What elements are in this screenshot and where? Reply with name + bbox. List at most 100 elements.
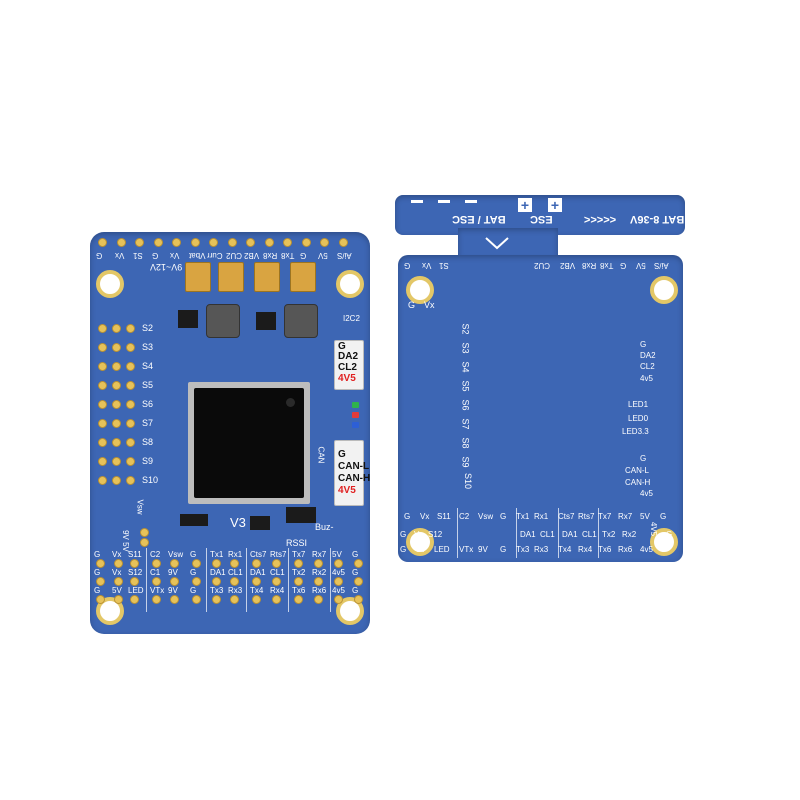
servo-pad-vx xyxy=(112,476,121,485)
pdb-bottom-label: 5V xyxy=(416,545,426,554)
pdb-top-label: Tx8 xyxy=(600,261,614,270)
pdb-bottom-label: 5V xyxy=(640,512,650,521)
pdb-bottom-label: Tx1 xyxy=(516,512,530,521)
bottom-pad xyxy=(272,559,281,568)
column-separator xyxy=(516,508,517,558)
column-separator xyxy=(598,508,599,558)
pdb-servo-label: S9 xyxy=(460,456,471,468)
top-pad xyxy=(283,238,292,247)
servo-pad-signal xyxy=(126,419,135,428)
bottom-pad-label: 4v5 xyxy=(332,586,345,595)
bottom-pad xyxy=(170,577,179,586)
bottom-pad-label: S12 xyxy=(128,568,143,577)
bottom-pad xyxy=(114,577,123,586)
bottom-pad xyxy=(96,595,105,604)
bottom-pad-label: C2 xyxy=(150,550,161,559)
bottom-pad-label: Rts7 xyxy=(270,550,287,559)
bottom-pad-label: 5V xyxy=(332,550,342,559)
pdb-bottom-label: Vx xyxy=(414,530,424,539)
led-red xyxy=(352,412,359,418)
top-pad-label: VB2 xyxy=(244,251,260,260)
bottom-pad-label: 9V xyxy=(168,586,178,595)
bottom-pad-label: Tx3 xyxy=(210,586,224,595)
top-pad xyxy=(320,238,329,247)
rssi-label: RSSI xyxy=(286,538,308,548)
bottom-pad xyxy=(192,559,201,568)
led-green xyxy=(352,402,359,408)
servo-pad-vx xyxy=(112,362,121,371)
bottom-pad-label: S11 xyxy=(128,550,142,559)
pdb-bottom-label: Rx4 xyxy=(578,545,593,554)
servo-pad-label: S7 xyxy=(142,418,154,428)
bottom-pad xyxy=(152,577,161,586)
bottom-pad xyxy=(354,577,363,586)
pdb-top-label: S1 xyxy=(439,261,449,270)
bottom-pad-label: Rx3 xyxy=(228,586,243,595)
bottom-pad xyxy=(314,559,323,568)
servo-pad-vx xyxy=(112,400,121,409)
regulator-chip xyxy=(256,312,276,330)
bottom-pad xyxy=(252,595,261,604)
bottom-pad xyxy=(314,595,323,604)
top-pad-label: Tx8 xyxy=(281,251,295,260)
pdb-side-label: Vx xyxy=(424,300,435,310)
pdb-servo-label: S2 xyxy=(460,323,471,335)
bottom-pad xyxy=(314,577,323,586)
bottom-pad xyxy=(114,559,123,568)
pdb-servo-label: S4 xyxy=(460,361,471,373)
top-pad xyxy=(116,238,126,247)
bottom-pad xyxy=(334,559,343,568)
servo-pad-gnd xyxy=(98,324,107,333)
mcu-chip xyxy=(194,388,304,498)
top-pad xyxy=(153,238,163,247)
can-title: CAN xyxy=(316,446,326,464)
pdb-right-label: CAN-H xyxy=(625,478,651,487)
pdb-bottom-label: 9V xyxy=(478,545,488,554)
bottom-pad-label: DA1 xyxy=(210,568,226,577)
servo-pad-label: S4 xyxy=(142,361,154,371)
pdb-top-label: Rx8 xyxy=(582,261,597,270)
bottom-pad xyxy=(96,559,105,568)
top-pad-label: G xyxy=(299,251,306,260)
pdb-right-label: LED1 xyxy=(628,400,649,409)
pdb-side-label: G xyxy=(408,300,416,310)
minus-symbol xyxy=(411,200,423,203)
pdb-top-label: G xyxy=(404,261,411,270)
bottom-pad xyxy=(212,577,221,586)
pdb-bottom-label: Tx2 xyxy=(602,530,616,539)
pdb-bottom-label: Rx1 xyxy=(534,512,549,521)
bottom-pad xyxy=(294,559,303,568)
servo-pad-signal xyxy=(126,324,135,333)
flight-controller-board: 9V~12V V3 Buz- RSSI Vsw 9V 5V I2C2 CAN G… xyxy=(90,232,370,634)
bottom-pad xyxy=(192,577,201,586)
bottom-pad-label: Vx xyxy=(112,550,122,559)
servo-pad-gnd xyxy=(98,343,107,352)
pdb-servo-label: S3 xyxy=(460,342,471,354)
bottom-pad xyxy=(152,559,161,568)
can-connector xyxy=(334,440,364,506)
servo-pad-signal xyxy=(126,457,135,466)
pdb-servo-label: S10 xyxy=(463,472,474,490)
bottom-pad-label: Rx2 xyxy=(312,568,327,577)
capacitor xyxy=(254,262,280,292)
top-pad-label: G xyxy=(151,251,158,260)
vsw-option-9v: 9V xyxy=(120,530,130,540)
servo-pad-signal xyxy=(126,362,135,371)
bottom-pad xyxy=(354,595,363,604)
pdb-bottom-label: S11 xyxy=(437,512,451,521)
pdb-bottom-label: Rx6 xyxy=(618,545,633,554)
bottom-pad-label: G xyxy=(352,550,359,559)
servo-pad-gnd xyxy=(98,457,107,466)
i2c-pin-cl2: CL2 xyxy=(338,362,357,373)
top-pad xyxy=(246,238,255,247)
servo-pad-label: S5 xyxy=(142,380,154,390)
servo-pad-label: S3 xyxy=(142,342,154,352)
servo-pad-gnd xyxy=(98,419,107,428)
minus-symbol xyxy=(465,200,477,203)
bottom-pad xyxy=(212,595,221,604)
pdb-bottom-label: Vsw xyxy=(478,512,494,521)
solder-pad xyxy=(140,538,149,547)
top-pad-label: Curr xyxy=(207,251,223,260)
bottom-pad-label: G xyxy=(94,550,101,559)
bottom-pad-label: LED xyxy=(128,586,144,595)
